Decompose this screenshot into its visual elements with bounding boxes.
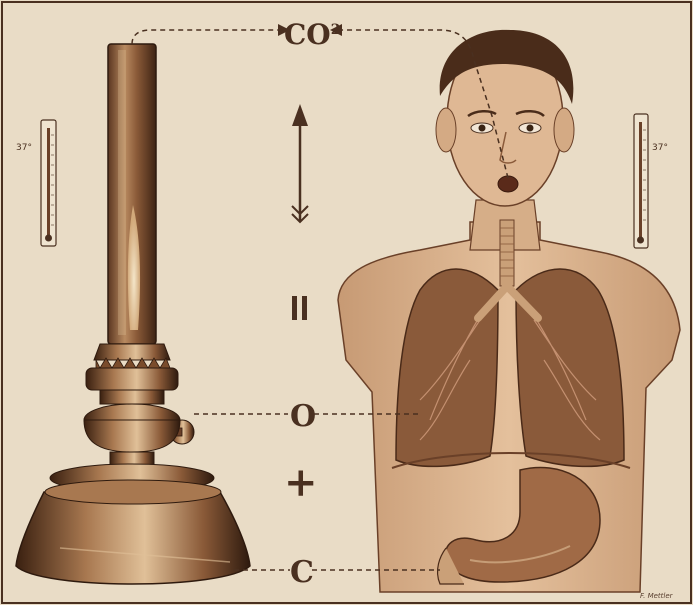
human-figure xyxy=(338,30,680,592)
up-arrow-icon xyxy=(292,104,308,222)
left-thermometer: 37° xyxy=(16,120,56,246)
lamp-to-co2-line xyxy=(132,30,278,44)
equals-sign xyxy=(292,296,307,320)
co2-subscript: 2 xyxy=(331,22,341,38)
lamp-base xyxy=(16,492,250,584)
right-thermometer-reading: 37° xyxy=(652,143,668,153)
plus-label: + xyxy=(284,459,318,506)
mouth xyxy=(498,176,518,192)
co2-label: CO2 xyxy=(284,18,340,51)
oxygen-label: O xyxy=(290,399,316,434)
right-thermometer: 37° xyxy=(634,114,668,248)
left-thermometer-reading: 37° xyxy=(16,143,32,153)
artist-signature: F. Mettler xyxy=(640,592,674,600)
carbon-label: C xyxy=(290,555,314,590)
